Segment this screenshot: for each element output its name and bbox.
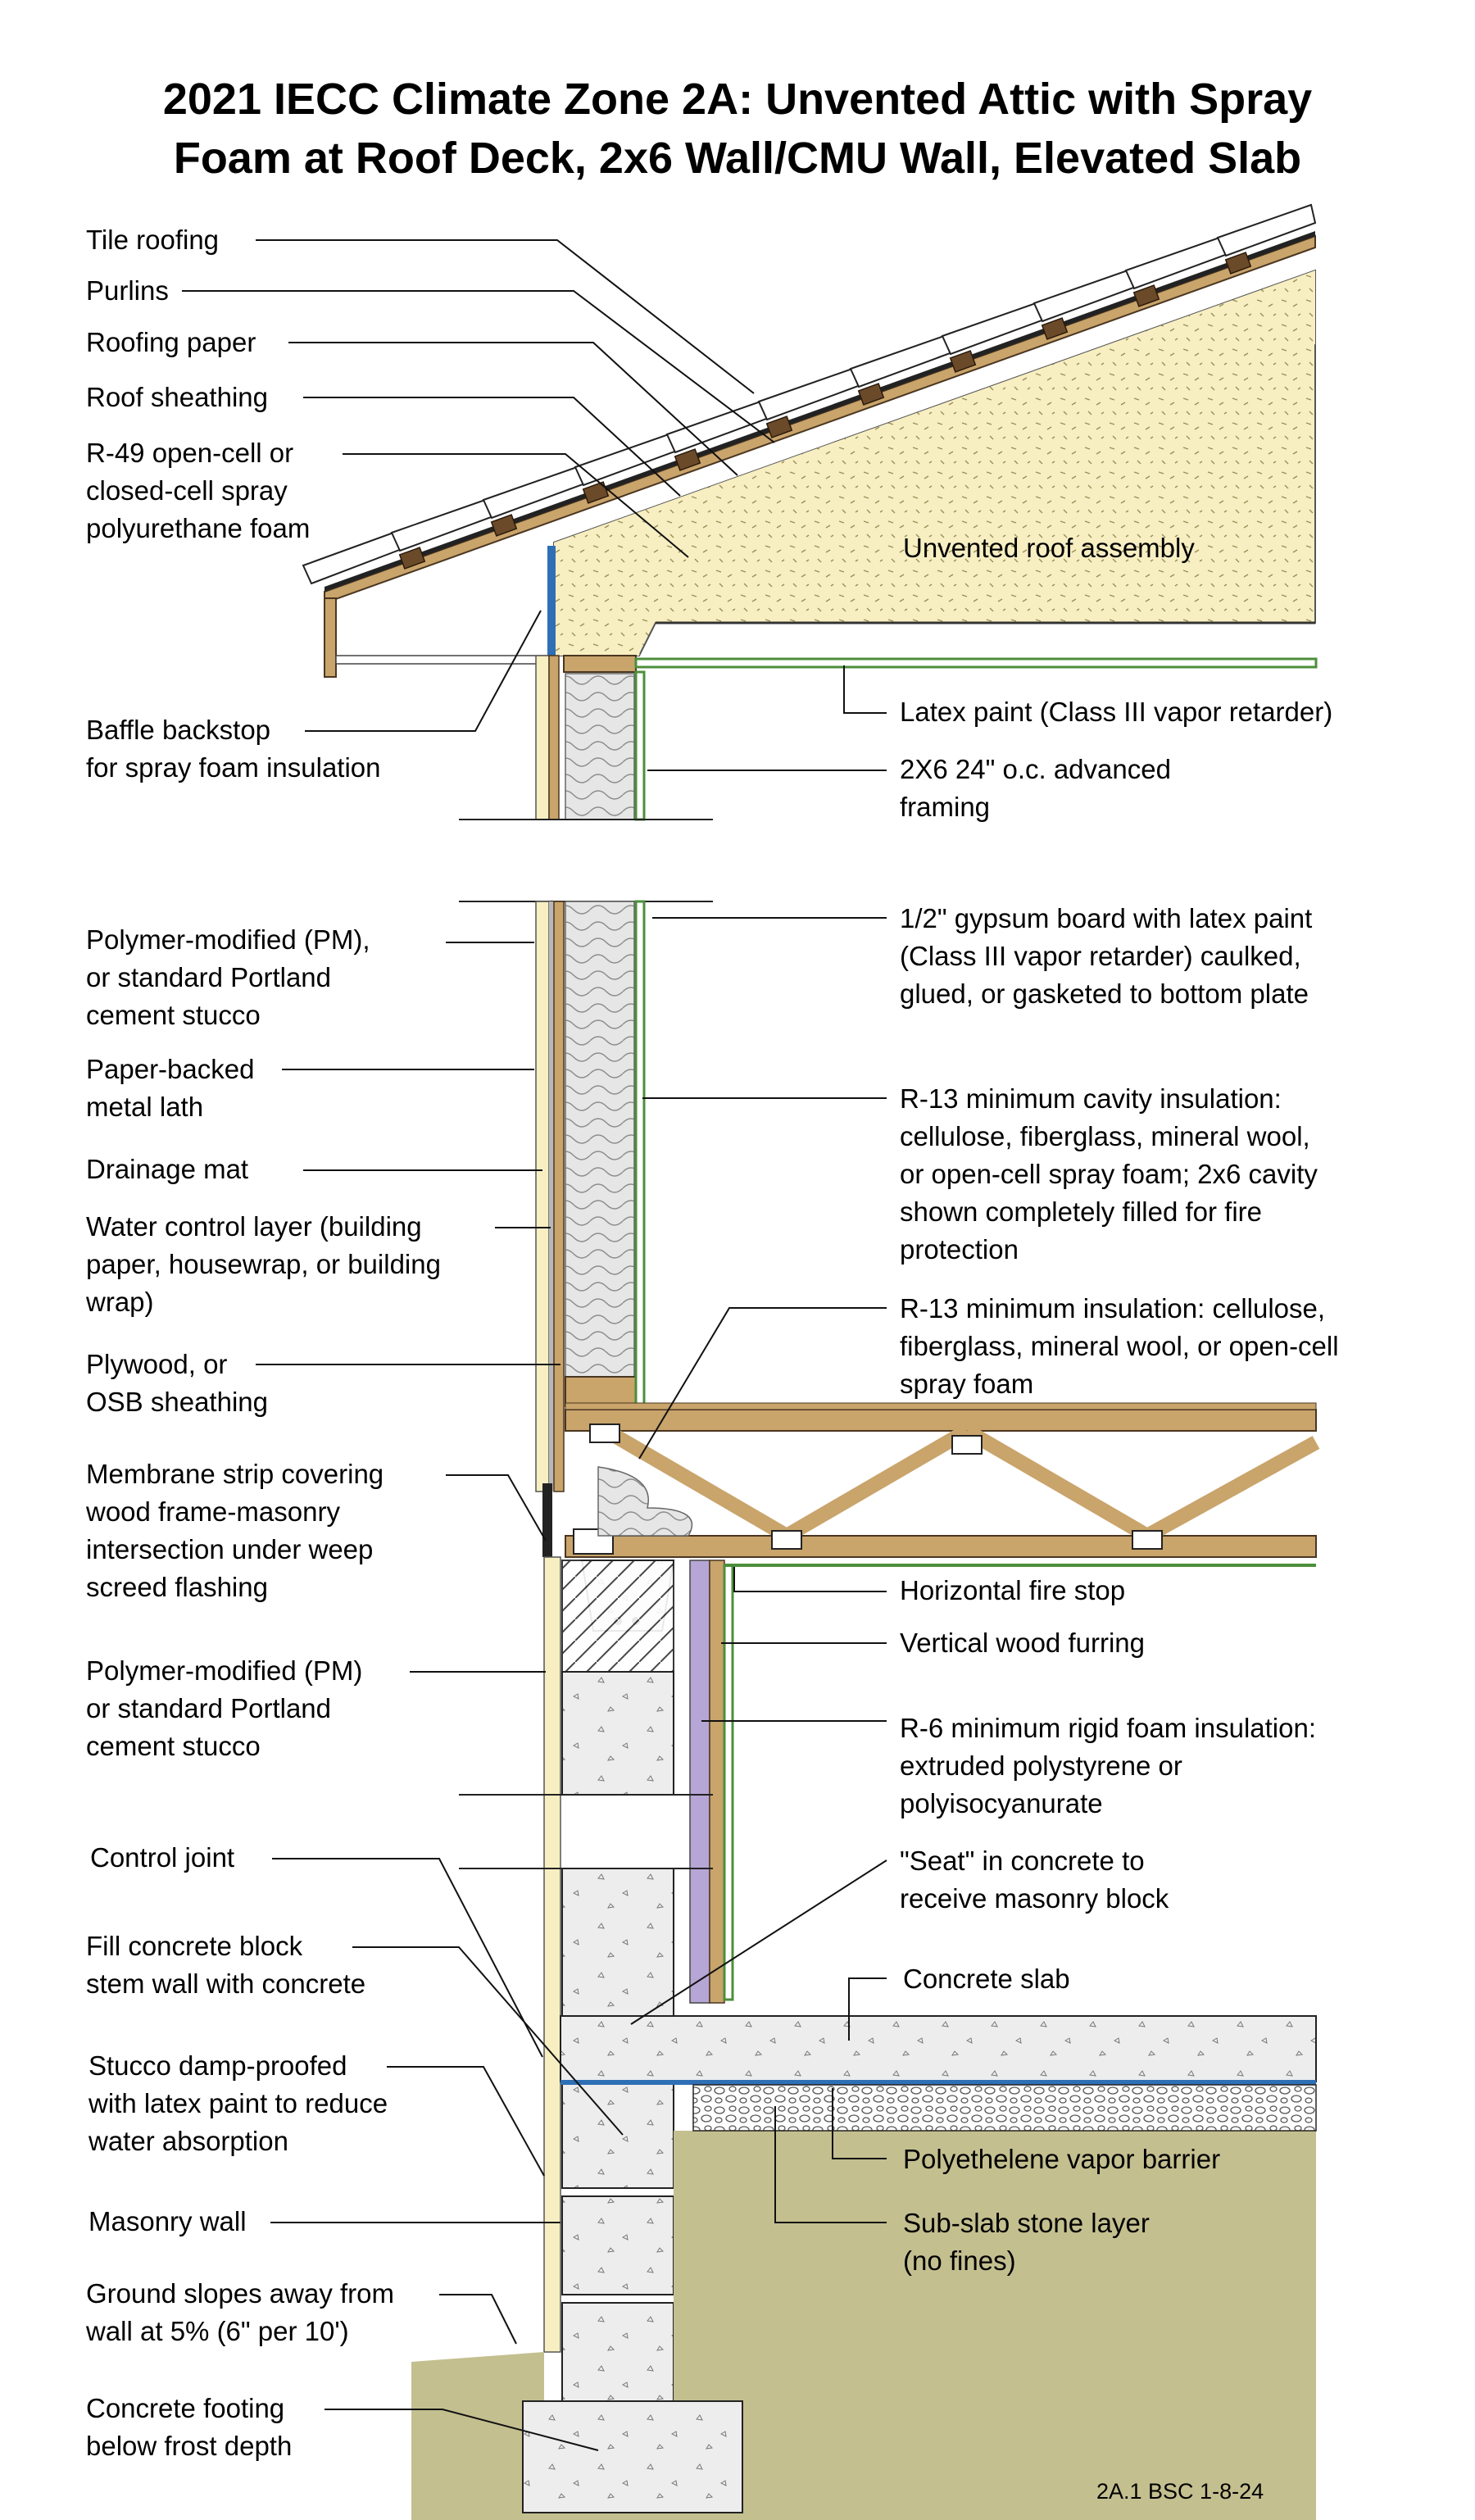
cmu-block-5 — [561, 2302, 674, 2402]
purlins — [398, 252, 1252, 570]
label-latex-paint: Latex paint (Class III vapor retarder) — [900, 697, 1333, 727]
cmu-block-4 — [561, 2195, 674, 2295]
label-stucco-upper: Polymer-modified (PM),or standard Portla… — [86, 924, 370, 1030]
label-unvented-roof: Unvented roof assembly — [903, 533, 1195, 563]
stucco-lower — [543, 1556, 561, 2353]
drainage-mat — [549, 901, 554, 1492]
label-purlins: Purlins — [86, 275, 169, 306]
floor-sheathing — [565, 1402, 1317, 1410]
cmu-block-1 — [561, 1671, 674, 1796]
ceiling-drywall — [634, 657, 1318, 669]
drywall-lower — [723, 1564, 734, 2001]
roof-assembly — [302, 203, 1317, 678]
label-cavity-insulation: R-13 minimum cavity insulation:cellulose… — [900, 1083, 1318, 1265]
stucco-upper — [535, 655, 550, 820]
title-line-1: 2021 IECC Climate Zone 2A: Unvented Atti… — [162, 75, 1313, 124]
roof-tiles — [302, 203, 1317, 585]
label-drainage-mat: Drainage mat — [86, 1154, 249, 1184]
label-stone-layer: Sub-slab stone layer(no fines) — [903, 2208, 1150, 2276]
rigid-foam — [689, 1560, 710, 2004]
label-rigid-foam: R-6 minimum rigid foam insulation:extrud… — [900, 1713, 1317, 1818]
drywall-middle — [634, 900, 646, 1411]
stucco-middle — [535, 901, 550, 1492]
soffit — [335, 655, 555, 665]
sheathing-upper — [548, 655, 560, 820]
drawing-code: 2A.1 BSC 1-8-24 — [1096, 2479, 1264, 2504]
page-title: 2021 IECC Climate Zone 2A: Unvented Atti… — [0, 70, 1475, 188]
label-gypsum: 1/2" gypsum board with latex paint(Class… — [900, 903, 1313, 1009]
concrete-footing — [522, 2400, 743, 2513]
top-plate — [563, 655, 637, 673]
floor-truss — [565, 1402, 1320, 1558]
label-roofing-paper: Roofing paper — [86, 327, 256, 357]
label-rim-insulation: R-13 minimum insulation: cellulose,fiber… — [900, 1293, 1339, 1399]
cavity-insulation-middle — [565, 901, 635, 1378]
rim-insulation — [597, 1466, 693, 1537]
membrane-strip — [542, 1483, 552, 1557]
label-furring: Vertical wood furring — [900, 1628, 1145, 1658]
concrete-slab — [560, 2015, 1317, 2082]
stone-layer — [692, 2084, 1317, 2132]
label-vapor-barrier: Polyethelene vapor barrier — [903, 2144, 1221, 2174]
label-fire-stop: Horizontal fire stop — [900, 1575, 1126, 1605]
middle-wall — [459, 900, 713, 1492]
label-tile-roofing: Tile roofing — [86, 225, 220, 255]
bottom-plate — [565, 1376, 637, 1407]
title-line-2: Foam at Roof Deck, 2x6 Wall/CMU Wall, El… — [173, 134, 1302, 183]
vapor-barrier — [560, 2080, 1316, 2085]
truss-bottom-chord — [565, 1535, 1317, 1558]
soil — [411, 2352, 544, 2520]
wood-furring — [709, 1560, 725, 2004]
label-control-joint: Control joint — [90, 1842, 235, 1873]
label-slab: Concrete slab — [903, 1964, 1070, 1994]
truss-top-chord — [565, 1409, 1317, 1432]
leader-lines — [182, 239, 887, 2451]
cmu-block-2 — [561, 1868, 674, 2017]
roofing-paper — [324, 231, 1315, 592]
drywall-upper — [634, 670, 646, 821]
baffle-backstop — [547, 546, 556, 656]
sheathing-middle — [553, 901, 565, 1492]
label-stucco-lower: Polymer-modified (PM)or standard Portlan… — [86, 1655, 363, 1761]
label-masonry-wall: Masonry wall — [88, 2206, 247, 2236]
upper-wall — [459, 655, 1318, 821]
label-roof-sheathing: Roof sheathing — [86, 382, 268, 412]
hatched-block — [561, 1560, 674, 1673]
slab-and-soil — [411, 2015, 1317, 2520]
fascia — [324, 597, 337, 678]
cavity-insulation-upper — [565, 673, 635, 820]
soil-interior — [674, 2131, 1316, 2520]
cmu-block-3 — [561, 2073, 674, 2189]
